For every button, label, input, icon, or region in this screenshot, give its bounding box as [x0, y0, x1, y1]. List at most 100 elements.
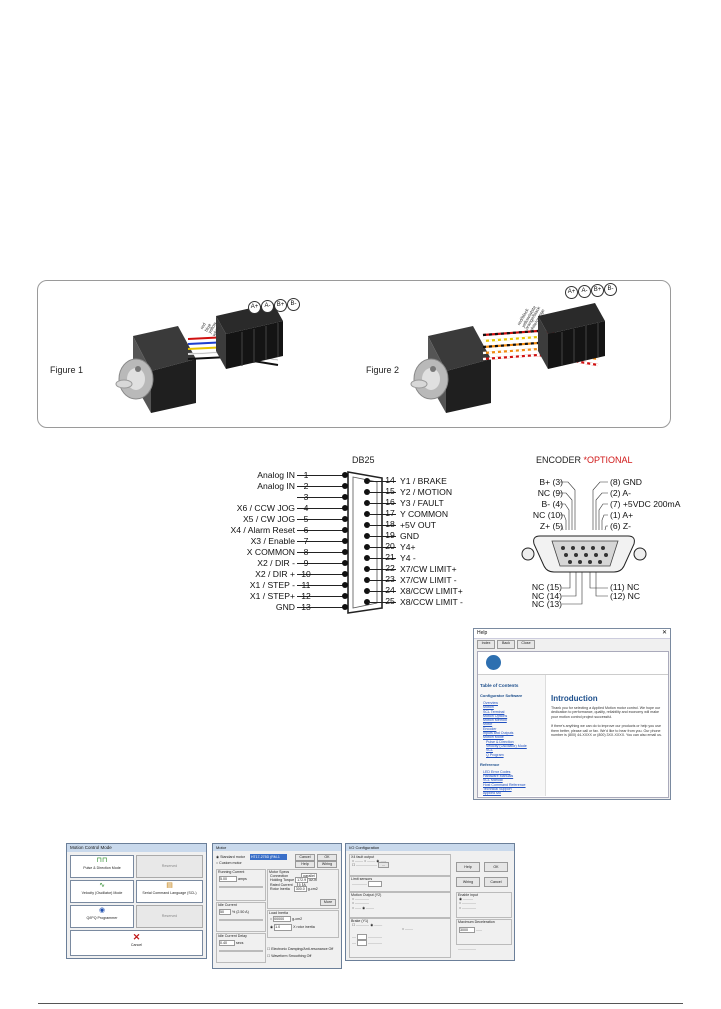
toc-link[interactable]: Technical Support: [483, 787, 512, 792]
running-current-slider[interactable]: [219, 886, 263, 889]
toc-link[interactable]: Motion Mode: [483, 735, 504, 740]
running-current-input[interactable]: 5.00: [219, 876, 237, 883]
brake-delay-input-2[interactable]: [357, 939, 367, 947]
toc-link[interactable]: Motion Options: [483, 713, 508, 718]
io-wiring-button[interactable]: Wiring: [456, 877, 480, 887]
toc-link[interactable]: Motor: [483, 722, 493, 727]
io-ok-button[interactable]: OK: [484, 862, 508, 872]
help-index-button[interactable]: Index: [477, 640, 495, 649]
toc-link[interactable]: Inputs and Outputs: [483, 731, 514, 736]
load-inertia-input-2[interactable]: 1.0: [274, 924, 293, 931]
motor-select[interactable]: HT17-275D (RM-1: [250, 854, 287, 860]
toc-link[interactable]: Applied Mo: [483, 791, 501, 796]
amps-unit: amps: [238, 877, 247, 882]
more-button[interactable]: More: [320, 899, 336, 906]
pulse-direction-button[interactable]: ⊓⊓ Pulse & Direction Mode: [70, 855, 134, 878]
db25-pin-label: Analog IN: [257, 470, 295, 480]
db25-pin-number: 10: [301, 569, 311, 579]
max-deceleration-label: Maximum Deceleration: [458, 920, 495, 924]
db25-pin-lead: [368, 569, 396, 570]
encoder-pin-label: (1) A+: [610, 510, 634, 520]
db25-pin-number: 2: [303, 481, 309, 491]
toc-link[interactable]: LED Error Codes: [483, 769, 511, 774]
db25-pin-dot: [342, 549, 348, 555]
motor-specs-label: Motor Specs: [269, 870, 290, 874]
toc-link[interactable]: Host Command Reference: [483, 782, 526, 787]
toc-link[interactable]: Overview: [483, 701, 498, 705]
idle-current-slider[interactable]: [219, 919, 263, 922]
smoothing-checkbox[interactable]: ☐ Waveform Smoothing Off: [267, 954, 312, 958]
motor-cancel-button[interactable]: Cancel: [295, 854, 315, 861]
running-current-label: Running Current: [218, 870, 245, 874]
custom-motor-radio[interactable]: ○ Custom motor: [216, 861, 242, 865]
holding-torque-value: 172.9: [295, 877, 309, 884]
db25-pin-number: 15: [385, 486, 395, 496]
db25-pin-dot: [364, 500, 370, 506]
db25-pin-number: 24: [385, 585, 395, 595]
idle-delay-slider[interactable]: [219, 950, 263, 953]
io-cancel-button[interactable]: Cancel: [484, 877, 508, 887]
encoder-pin-label: NC (14): [531, 590, 562, 601]
standard-motor-label: Standard motor: [220, 855, 245, 859]
cancel-button[interactable]: ✕ Cancel: [70, 930, 203, 956]
toc-link[interactable]: Q Program: [486, 752, 504, 757]
toc-link[interactable]: Encoder: [483, 726, 497, 731]
reserved-label: Reserved: [161, 914, 178, 918]
db25-pin-label: X6 / CCW JOG: [236, 503, 295, 513]
cancel-x-icon: ✕: [132, 932, 141, 942]
standard-motor-radio[interactable]: ◉ Standard motor: [216, 855, 245, 859]
close-icon[interactable]: ✕: [661, 630, 667, 636]
scl-mode-button[interactable]: ▤ Serial Command Language (SCL): [136, 880, 203, 903]
help-close-button[interactable]: Close: [517, 640, 535, 649]
idle-current-label: Idle Current: [218, 903, 237, 907]
reserved-button-2[interactable]: Reserved: [136, 905, 203, 928]
db25-pin-lead: [297, 475, 344, 476]
toc-link[interactable]: SCL: [486, 748, 493, 753]
velocity-mode-button[interactable]: ∿ Velocity (Oscillator) Mode: [70, 880, 134, 903]
scl-icon: ▤: [166, 882, 173, 889]
db25-pin-lead: [368, 481, 396, 482]
limit-sensors-select[interactable]: [367, 881, 382, 888]
db25-pin-label: X7/CW LIMIT -: [400, 575, 457, 585]
db25-right-pin-row: 24 X8/CCW LIMIT+: [364, 585, 504, 596]
io-help-button[interactable]: Help: [456, 862, 480, 872]
toc-section-reference: Reference: [480, 761, 500, 767]
toc-link[interactable]: Pulse & Direction: [486, 739, 514, 744]
db25-pin-label: X8/CCW LIMIT+: [400, 586, 463, 596]
idle-current-unit: % (2.50 A): [232, 910, 249, 915]
toc-link[interactable]: Hardware Manuals: [483, 774, 514, 779]
q-programmer-button[interactable]: ◉ Q/IPQ Programmer: [70, 905, 134, 928]
db25-pin-lead: [368, 503, 396, 504]
encoder-pin-label: NC (15): [531, 582, 562, 592]
brake-label: Brake (Y1): [351, 919, 369, 923]
toc-link[interactable]: Motion Method: [483, 718, 507, 723]
max-deceleration-input[interactable]: 3000: [459, 927, 475, 934]
idle-current-input[interactable]: 50: [219, 909, 231, 916]
db25-left-pin-row: 3: [220, 492, 360, 502]
db25-pin-number: 7: [303, 536, 309, 546]
fig1-terminal-a-minus: A-: [261, 300, 274, 313]
toc-link[interactable]: SCL Terminal: [483, 709, 505, 714]
reserved-button-1[interactable]: Reserved: [136, 855, 203, 878]
help-back-button[interactable]: Back: [497, 640, 515, 649]
motor-help-button[interactable]: Help: [295, 861, 315, 868]
toc-title: Table of Contents: [480, 683, 519, 688]
db25-pin-label: Analog IN: [257, 481, 295, 491]
toc-link[interactable]: Velocity (Oscillator) Mode: [486, 743, 527, 748]
motor-ok-button[interactable]: OK: [317, 854, 337, 861]
toc-link[interactable]: SCL Manual: [483, 778, 503, 783]
damping-checkbox[interactable]: ☐ Electronic Damping/Anti-resonance Off: [267, 947, 334, 951]
rotor-inertia-unit: g-cm2: [307, 886, 318, 891]
help-toolbar: Index Back Close: [474, 639, 670, 650]
holding-torque-unit: oz-in: [309, 878, 317, 883]
load-inertia-input-1[interactable]: 00000: [273, 916, 292, 923]
show-button[interactable]: ...: [378, 862, 390, 869]
db25-pin-dot: [364, 544, 370, 550]
toc-link[interactable]: Motion: [483, 705, 494, 710]
motor-wiring-button[interactable]: Wiring: [317, 861, 337, 868]
limit-sensors-group: Limit sensors ...............: [349, 876, 451, 892]
idle-delay-input[interactable]: 0.40: [219, 940, 235, 947]
